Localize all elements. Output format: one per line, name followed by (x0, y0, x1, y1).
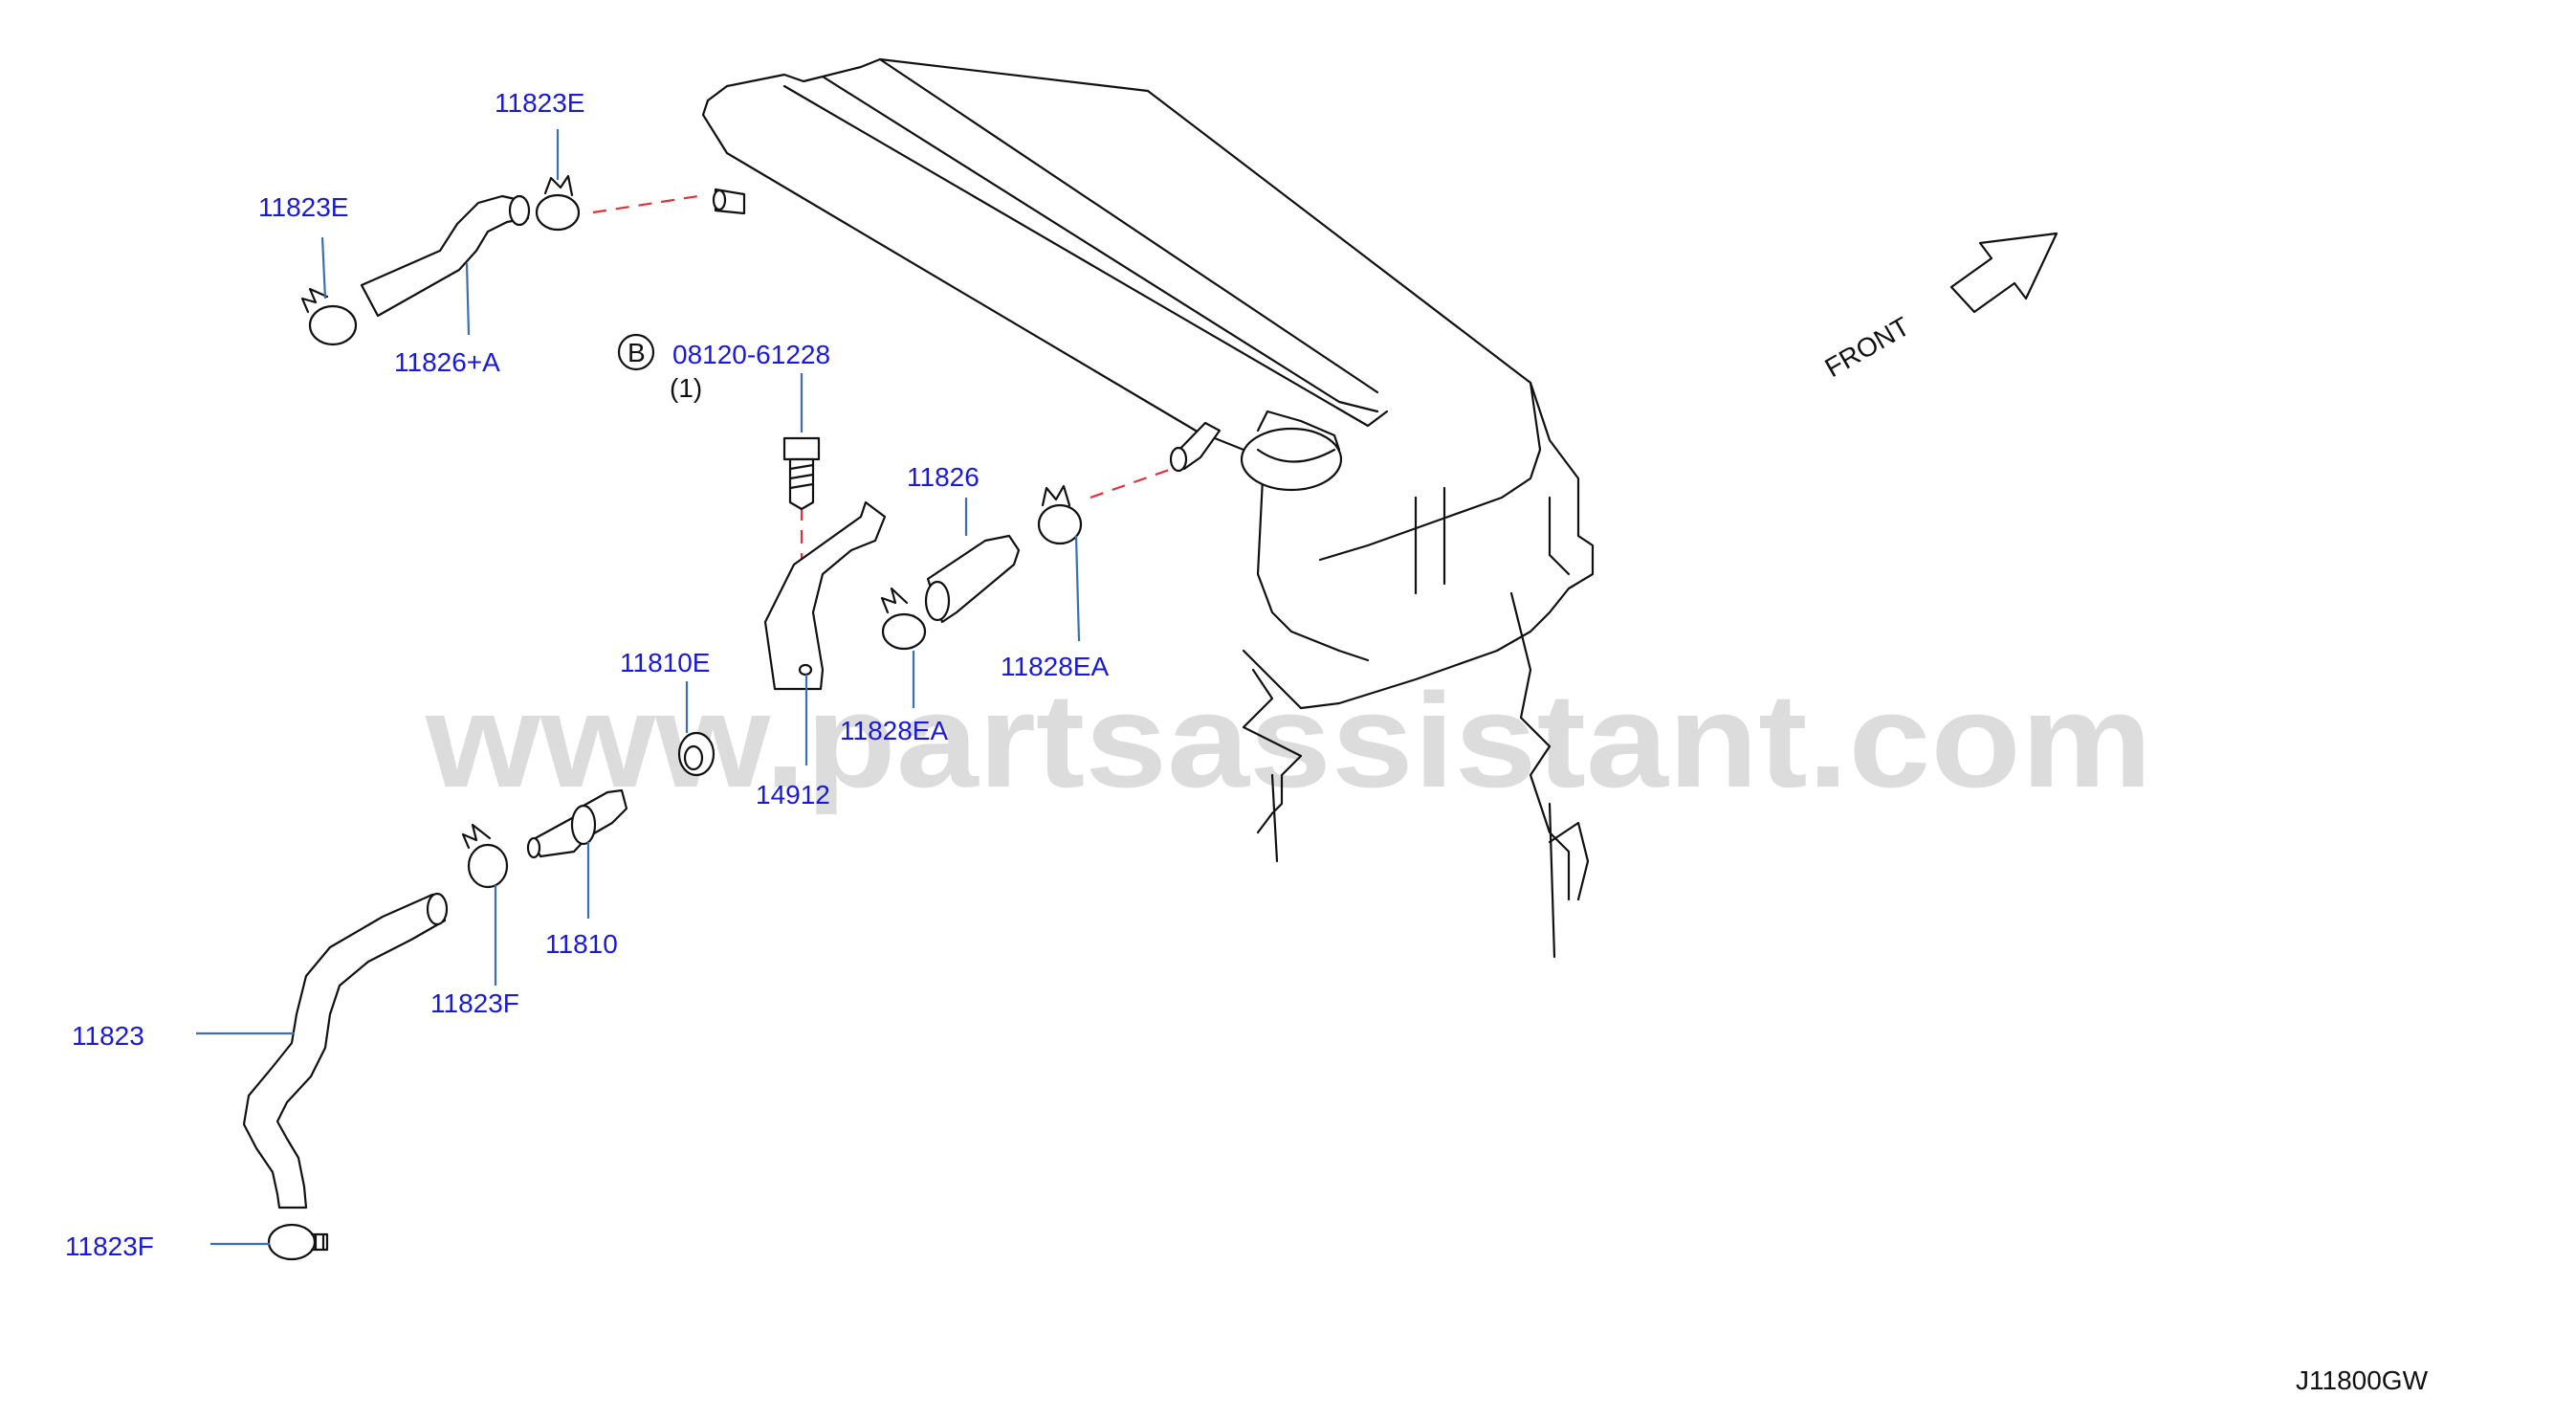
clamp-right-icon (1037, 503, 1083, 545)
label-bolt-qty: (1) (670, 373, 702, 403)
label-clamp-mid: 11828EA (840, 716, 948, 745)
clamp-low-icon (467, 843, 509, 889)
label-hose-long: 11823 (72, 1021, 144, 1051)
bolt-icon (782, 436, 821, 461)
label-grommet: 11810E (620, 648, 710, 677)
valve-assembly (461, 681, 716, 986)
top-hose-assembly (300, 129, 746, 346)
label-hose-mid: 11826 (907, 462, 980, 492)
hose-mid-icon (926, 534, 1021, 624)
label-bolt-part: 08120-61228 (672, 340, 830, 369)
grommet-icon (677, 731, 716, 777)
clamp-top-icon (535, 193, 581, 232)
label-clamp-top: 11823E (495, 88, 584, 118)
front-arrow: FRONT (1820, 232, 2059, 383)
front-arrow-icon (1949, 232, 2059, 314)
dash-top-hose (592, 194, 699, 214)
long-hose-assembly (196, 892, 449, 1261)
label-bracket: 14912 (756, 780, 830, 810)
bolt-assembly (617, 333, 821, 511)
hose-top-icon (360, 194, 530, 318)
hose-long-icon (242, 893, 447, 1209)
clamp-left-icon (308, 304, 358, 346)
front-label: FRONT (1820, 311, 1915, 383)
label-clamp-bottom: 11823F (65, 1231, 154, 1261)
bracket-icon (763, 500, 887, 691)
clamp-mid-icon (881, 612, 927, 651)
watermark: www.partsassistant.com (425, 665, 2152, 815)
mid-hose-assembly (880, 421, 1222, 708)
label-hose-top: 11826+A (394, 347, 500, 377)
label-clamp-low: 11823F (430, 988, 519, 1018)
diagram-code: J11800GW (2296, 1365, 2429, 1395)
label-clamp-right: 11828EA (1001, 652, 1109, 681)
label-clamp-left: 11823E (258, 192, 348, 222)
bolt-badge: B (627, 338, 646, 367)
dash-mid-hose (1090, 467, 1173, 499)
engine-outline (701, 57, 1595, 959)
bracket-assembly (763, 500, 887, 765)
label-valve: 11810 (545, 929, 618, 959)
bolt-badge-circle (617, 333, 655, 371)
clamp-bottom-icon (267, 1223, 317, 1261)
